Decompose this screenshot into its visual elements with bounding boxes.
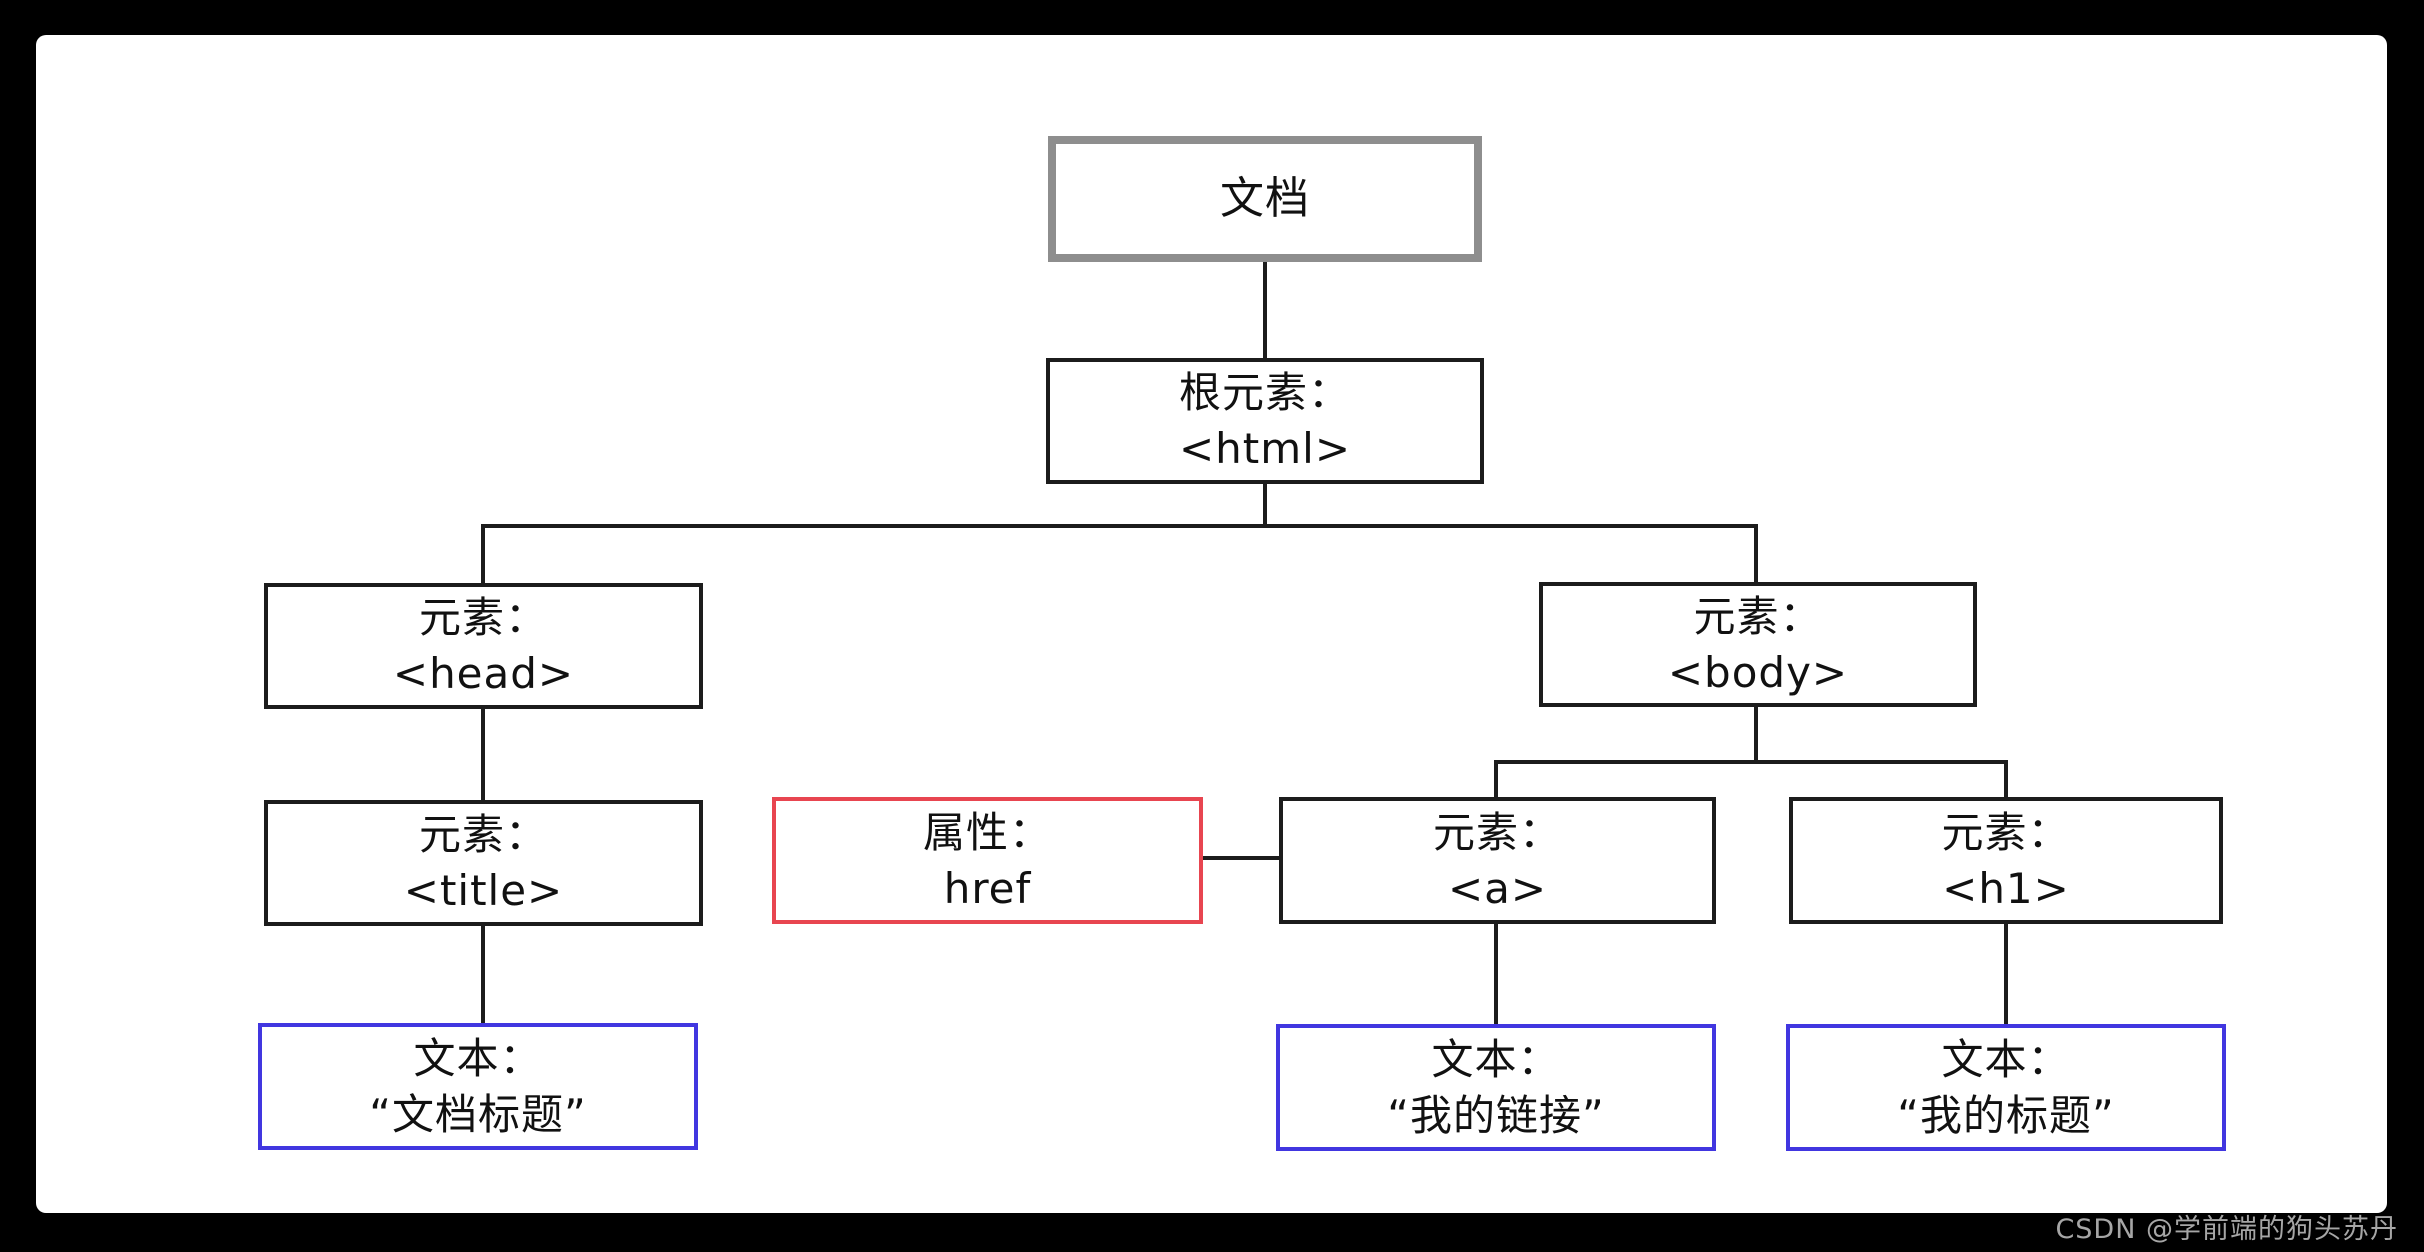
node-element-a-tag: <a> — [1447, 863, 1548, 913]
node-document-label: 文档 — [1220, 173, 1310, 224]
node-root-html-type: 根元素： — [1178, 368, 1351, 417]
connector-body-branch-bar — [1494, 760, 2008, 764]
node-text-my-title-type: 文本： — [1941, 1034, 2071, 1084]
node-element-a: 元素： <a> — [1279, 797, 1716, 924]
node-document: 文档 — [1048, 136, 1482, 262]
node-text-my-title-value: “我的标题” — [1897, 1090, 2115, 1140]
connector-drop-a — [1494, 760, 1498, 798]
diagram-canvas: 文档 根元素： <html> 元素： <head> 元素： <body> 元素：… — [36, 35, 2387, 1213]
node-element-head-type: 元素： — [418, 593, 548, 642]
node-root-html: 根元素： <html> — [1046, 358, 1484, 484]
connector-a-text — [1494, 923, 1498, 1025]
connector-attr-a — [1203, 856, 1281, 860]
node-attribute-href-value: href — [943, 863, 1032, 913]
connector-drop-body — [1754, 524, 1758, 583]
connector-html-branch-bar — [481, 524, 1758, 528]
node-element-h1-type: 元素： — [1941, 807, 2071, 857]
connector-drop-head — [481, 524, 485, 584]
connector-document-html — [1263, 262, 1267, 359]
node-element-title-type: 元素： — [418, 810, 548, 859]
watermark: CSDN @学前端的狗头苏丹 — [2055, 1214, 2398, 1245]
node-element-title: 元素： <title> — [264, 800, 703, 926]
node-element-body: 元素： <body> — [1539, 582, 1977, 707]
node-element-head-tag: <head> — [392, 649, 575, 698]
connector-head-title — [481, 708, 485, 801]
node-element-body-tag: <body> — [1667, 647, 1849, 697]
connector-title-text — [481, 925, 485, 1024]
node-text-document-title: 文本： “文档标题” — [258, 1023, 698, 1150]
node-element-head: 元素： <head> — [264, 583, 703, 709]
node-element-h1-tag: <h1> — [1942, 863, 2070, 913]
node-element-title-tag: <title> — [403, 866, 564, 915]
connector-body-stem — [1754, 706, 1758, 764]
node-root-html-tag: <html> — [1178, 424, 1352, 473]
node-text-document-title-type: 文本： — [413, 1033, 543, 1083]
node-element-body-type: 元素： — [1693, 591, 1823, 641]
node-attribute-href: 属性： href — [772, 797, 1203, 924]
connector-drop-h1 — [2004, 760, 2008, 798]
node-text-my-link-type: 文本： — [1431, 1034, 1561, 1084]
node-text-my-link: 文本： “我的链接” — [1276, 1024, 1716, 1151]
connector-html-stem — [1263, 484, 1267, 528]
node-attribute-href-type: 属性： — [922, 807, 1052, 857]
node-text-my-link-value: “我的链接” — [1387, 1090, 1605, 1140]
connector-h1-text — [2004, 923, 2008, 1025]
node-element-a-type: 元素： — [1432, 807, 1562, 857]
node-text-my-title: 文本： “我的标题” — [1786, 1024, 2226, 1151]
node-text-document-title-value: “文档标题” — [369, 1089, 587, 1139]
node-element-h1: 元素： <h1> — [1789, 797, 2223, 924]
